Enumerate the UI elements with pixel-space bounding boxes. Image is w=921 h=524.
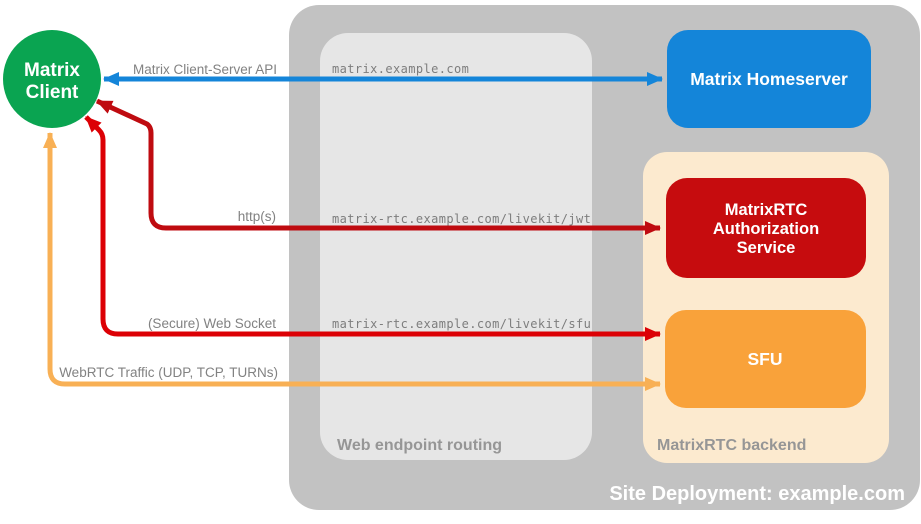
webrtc-arrow	[43, 132, 661, 391]
sfu-label: SFU	[748, 349, 783, 369]
auth-service-label-line1: MatrixRTC	[725, 201, 808, 219]
sfu-box	[665, 310, 866, 408]
matrix-homeserver-label: Matrix Homeserver	[690, 69, 848, 89]
site-deployment-label: Site Deployment: example.com	[609, 483, 905, 505]
matrixrtc-auth-service-box	[666, 178, 866, 278]
http-label: http(s)	[238, 209, 276, 224]
web-endpoint-routing-container	[320, 33, 592, 460]
auth-service-label-line3: Service	[737, 239, 796, 257]
endpoint-sfu-url: matrix-rtc.example.com/livekit/sfu	[332, 317, 591, 331]
client-server-api-label: Matrix Client-Server API	[133, 62, 277, 77]
webrtc-label: WebRTC Traffic (UDP, TCP, TURNs)	[59, 365, 278, 380]
matrixrtc-backend-label: MatrixRTC backend	[657, 437, 806, 454]
websocket-label: (Secure) Web Socket	[148, 316, 276, 331]
endpoint-matrix-url: matrix.example.com	[332, 62, 469, 76]
web-endpoint-routing-label: Web endpoint routing	[337, 437, 502, 454]
matrix-client-node	[3, 30, 101, 128]
matrix-client-label-line2: Client	[26, 82, 79, 103]
matrix-homeserver-box	[667, 30, 871, 128]
auth-service-label-line2: Authorization	[713, 220, 819, 238]
endpoint-jwt-url: matrix-rtc.example.com/livekit/jwt	[332, 212, 591, 226]
matrix-client-label-line1: Matrix	[24, 60, 80, 81]
